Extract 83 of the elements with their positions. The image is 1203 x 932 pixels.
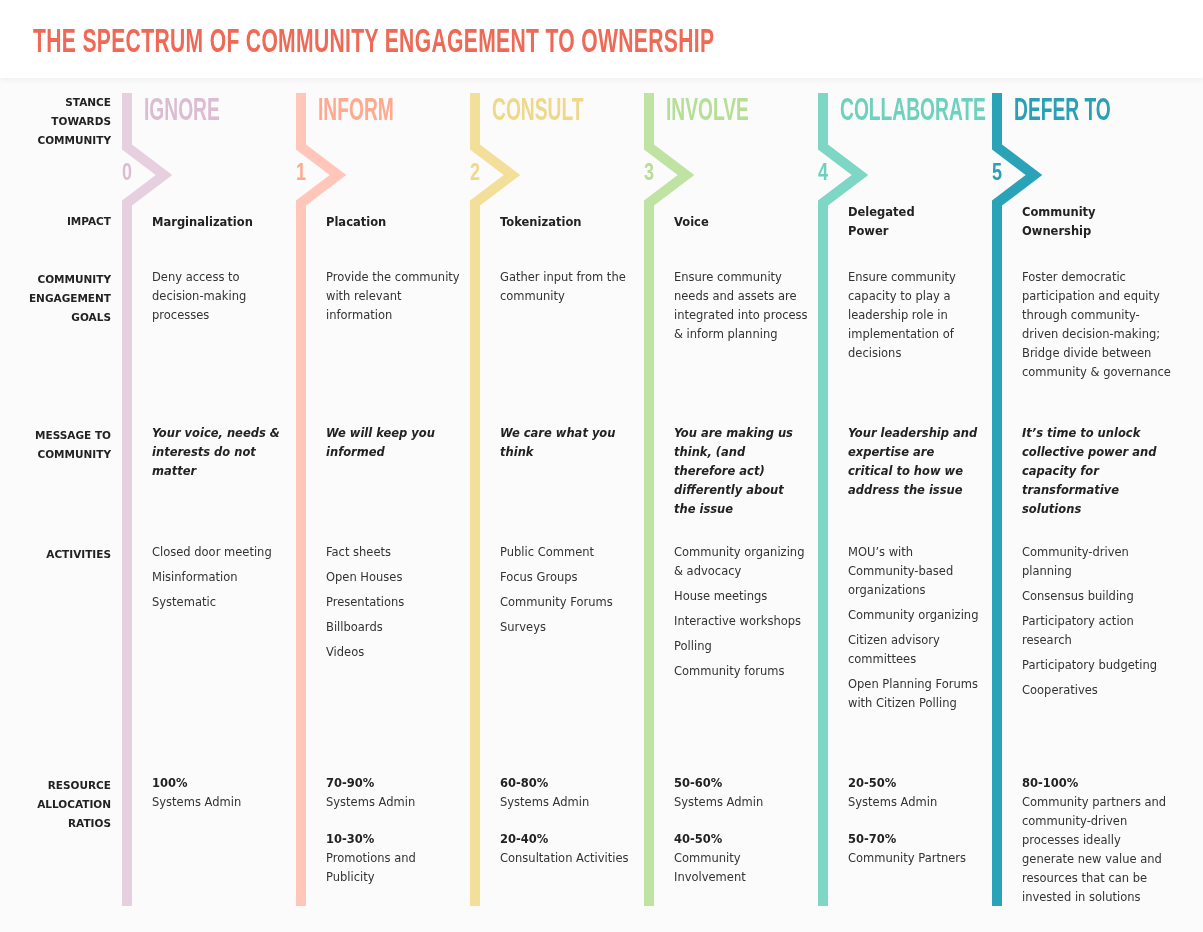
message-text: We care what you think [500, 425, 617, 461]
stance-heading: INFORM [318, 92, 394, 128]
resource-description: Community partners and community-driven processes ideally generate new value and resources that can be invested in solutions [1022, 794, 1168, 906]
resource-percent: 70-90% [326, 775, 376, 792]
activity-item: Videos [326, 644, 366, 661]
resource-percent: 50-60% [674, 775, 724, 792]
resource-description: Systems Admin [500, 794, 591, 811]
stage-number: 2 [470, 158, 480, 186]
goal-text: Foster democratic participation and equity through community-driven decision-making; Bridge divide between community & governance [1022, 269, 1172, 381]
activity-item: Consensus building [1022, 588, 1135, 605]
activity-item: Focus Groups [500, 569, 579, 586]
row-heading: STANCE TOWARDS COMMUNITY [36, 95, 111, 148]
row-heading: ACTIVITIES [45, 547, 111, 562]
resource-description: Systems Admin [848, 794, 939, 811]
activity-item: Misinformation [152, 569, 239, 586]
goal-text: Gather input from the community [500, 269, 627, 305]
goal-text: Ensure community capacity to play a leadership role in implementation of decisions [848, 269, 957, 362]
activity-item: Polling [674, 638, 713, 655]
resource-description: Promotions and Publicity [326, 850, 417, 886]
activity-item: Community organizing [848, 607, 980, 624]
resource-description: Consultation Activities [500, 850, 630, 867]
activity-item: Closed door meeting [152, 544, 273, 561]
activity-item: Billboards [326, 619, 384, 636]
stage-number: 5 [992, 158, 1002, 186]
activity-item: Citizen advisory committees [848, 632, 941, 668]
row-heading: RESOURCE ALLOCATION RATIOS [36, 778, 111, 831]
impact-text: Marginalization [152, 213, 254, 231]
resource-percent: 20-50% [848, 775, 898, 792]
message-text: Your leadership and expertise are critical to how we address the issue [848, 425, 979, 499]
row-heading: COMMUNITY ENGAGEMENT GOALS [27, 272, 111, 325]
activity-item: Community-driven planning [1022, 544, 1130, 580]
activity-item: Community organizing & advocacy [674, 544, 806, 580]
resource-description: Systems Admin [326, 794, 417, 811]
stance-heading: IGNORE [144, 92, 220, 128]
activity-item: House meetings [674, 588, 769, 605]
stage-number: 1 [296, 158, 306, 186]
resource-description: Community Partners [848, 850, 967, 867]
activity-item: Open Houses [326, 569, 404, 586]
activity-item: Participatory action research [1022, 613, 1135, 649]
stage-number: 0 [122, 158, 132, 186]
goal-text: Ensure community needs and assets are integrated into process & inform planning [674, 269, 808, 343]
impact-text: Tokenization [500, 213, 583, 231]
message-text: We will keep you informed [326, 425, 436, 461]
activity-item: Surveys [500, 619, 547, 636]
message-text: It’s time to unlock collective power and capacity for transformative solutions [1022, 425, 1158, 518]
activity-item: MOU’s with Community-based organizations [848, 544, 955, 599]
activity-item: Community Forums [500, 594, 614, 611]
resource-percent: 80-100% [1022, 775, 1080, 792]
impact-text: Delegated Power [848, 204, 916, 240]
resource-percent: 40-50% [674, 831, 724, 848]
activity-item: Participatory budgeting [1022, 657, 1159, 674]
stance-heading: DEFER TO [1014, 92, 1111, 128]
resource-percent: 20-40% [500, 831, 550, 848]
stance-heading: COLLABORATE [840, 92, 986, 128]
impact-text: Placation [326, 213, 388, 231]
resource-percent: 100% [152, 775, 189, 792]
activity-item: Open Planning Forums with Citizen Polling [848, 676, 979, 712]
activity-item: Presentations [326, 594, 406, 611]
activity-item: Fact sheets [326, 544, 393, 561]
activity-item: Systematic [152, 594, 217, 611]
resource-percent: 60-80% [500, 775, 550, 792]
resource-percent: 50-70% [848, 831, 898, 848]
row-heading: IMPACT [65, 214, 111, 229]
activity-item: Interactive workshops [674, 613, 803, 630]
stage-number: 3 [644, 158, 654, 186]
activity-item: Public Comment [500, 544, 596, 561]
resource-description: Community Involvement [674, 850, 747, 886]
impact-text: Voice [674, 213, 710, 231]
goal-text: Provide the community with relevant information [326, 269, 460, 324]
message-text: You are making us think, (and therefore act) differently about the issue [674, 425, 794, 518]
resource-description: Systems Admin [152, 794, 243, 811]
message-text: Your voice, needs & interests do not matter [152, 425, 281, 480]
resource-percent: 10-30% [326, 831, 376, 848]
activity-item: Community forums [674, 663, 786, 680]
page-title: THE SPECTRUM OF COMMUNITY ENGAGEMENT TO OWNERSHIP [33, 22, 715, 60]
activity-item: Cooperatives [1022, 682, 1099, 699]
impact-text: Community Ownership [1022, 204, 1097, 240]
stance-heading: INVOLVE [666, 92, 749, 128]
goal-text: Deny access to decision-making processes [152, 269, 248, 324]
stage-number: 4 [818, 158, 828, 186]
row-heading: MESSAGE TO COMMUNITY [34, 428, 111, 462]
resource-description: Systems Admin [674, 794, 765, 811]
stance-heading: CONSULT [492, 92, 584, 128]
